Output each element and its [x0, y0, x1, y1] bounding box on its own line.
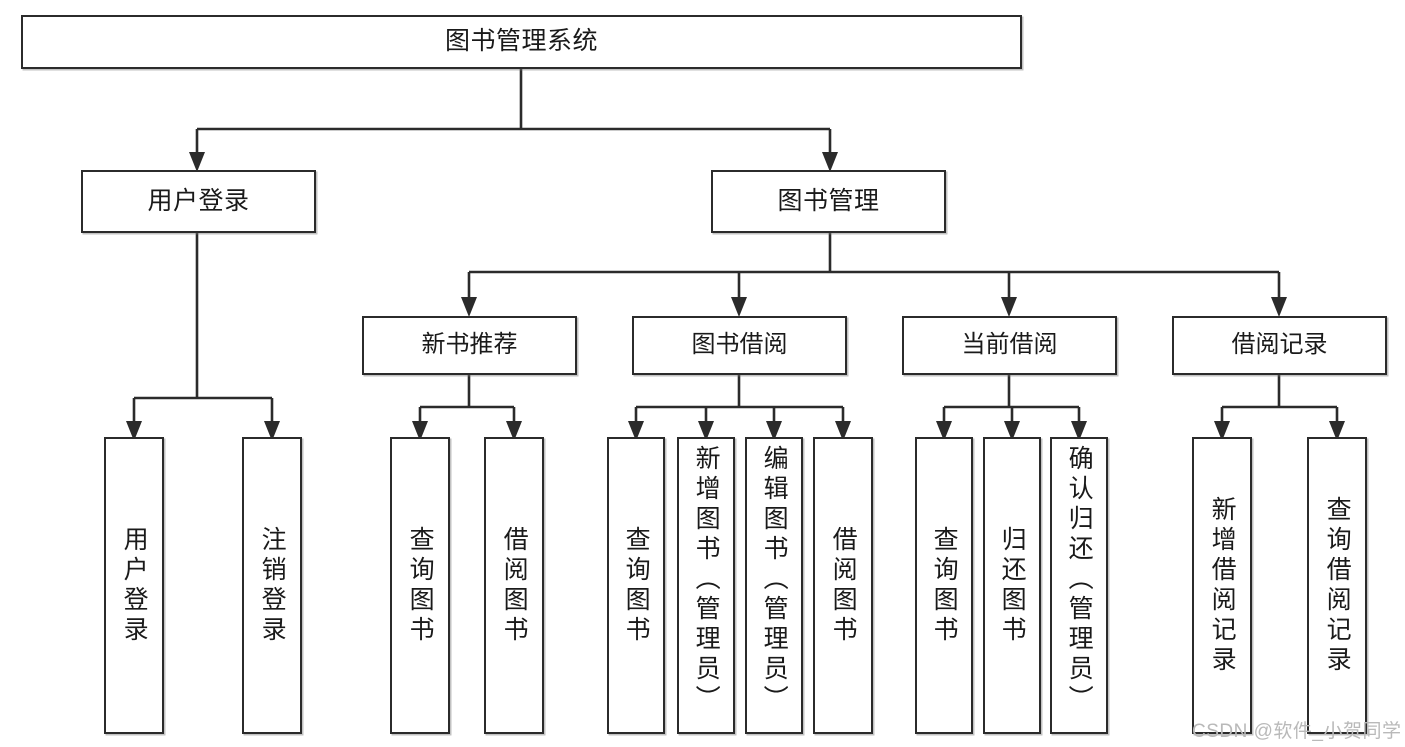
leaf-records-add-record[interactable]: 新增借阅记录	[1192, 437, 1252, 734]
node-label: 新增借阅记录	[1208, 495, 1237, 676]
leaf-new-book-query-books[interactable]: 查询图书	[390, 437, 450, 734]
leaf-borrow-query-books[interactable]: 查询图书	[607, 437, 665, 734]
node-label: 借阅记录	[1231, 331, 1328, 359]
node-label: 查询借阅记录	[1323, 495, 1352, 676]
watermark-text: CSDN @软件_小贺同学	[1192, 721, 1402, 742]
leaf-borrow-edit-book-admin[interactable]: 编辑图书（管理员）	[745, 437, 803, 734]
leaf-records-query-record[interactable]: 查询借阅记录	[1307, 437, 1367, 734]
node-label: 编辑图书（管理员）	[760, 445, 789, 715]
node-label: 借阅图书	[829, 525, 858, 646]
node-current-borrow[interactable]: 当前借阅	[902, 316, 1117, 375]
node-label: 用户登录	[147, 186, 250, 215]
leaf-user-login-logout[interactable]: 注销登录	[242, 437, 302, 734]
leaf-current-confirm-return-admin[interactable]: 确认归还（管理员）	[1050, 437, 1108, 734]
leaf-new-book-borrow-books[interactable]: 借阅图书	[484, 437, 544, 734]
node-label: 查询图书	[406, 525, 435, 646]
node-label: 图书管理系统	[444, 27, 598, 56]
node-label: 图书借阅	[691, 331, 788, 359]
node-user-login[interactable]: 用户登录	[81, 170, 316, 233]
node-label: 查询图书	[930, 525, 959, 646]
node-label: 图书管理	[777, 186, 880, 215]
node-book-borrow[interactable]: 图书借阅	[632, 316, 847, 375]
node-label: 用户登录	[120, 525, 149, 646]
node-new-book-recommend[interactable]: 新书推荐	[362, 316, 577, 375]
leaf-current-return-books[interactable]: 归还图书	[983, 437, 1041, 734]
node-label: 新书推荐	[421, 331, 518, 359]
node-label: 查询图书	[622, 525, 651, 646]
node-label: 借阅图书	[500, 525, 529, 646]
node-label: 归还图书	[998, 525, 1027, 646]
node-borrow-records[interactable]: 借阅记录	[1172, 316, 1387, 375]
leaf-borrow-add-book-admin[interactable]: 新增图书（管理员）	[677, 437, 735, 734]
node-label: 新增图书（管理员）	[692, 445, 721, 715]
leaf-current-query-books[interactable]: 查询图书	[915, 437, 973, 734]
node-label: 确认归还（管理员）	[1065, 445, 1094, 715]
node-root-book-management-system[interactable]: 图书管理系统	[21, 15, 1022, 69]
node-label: 当前借阅	[961, 331, 1058, 359]
node-book-management[interactable]: 图书管理	[711, 170, 946, 233]
node-label: 注销登录	[258, 525, 287, 646]
leaf-borrow-borrow-books[interactable]: 借阅图书	[813, 437, 873, 734]
csdn-watermark: CSDN @软件_小贺同学	[1192, 716, 1401, 743]
leaf-user-login-login[interactable]: 用户登录	[104, 437, 164, 734]
